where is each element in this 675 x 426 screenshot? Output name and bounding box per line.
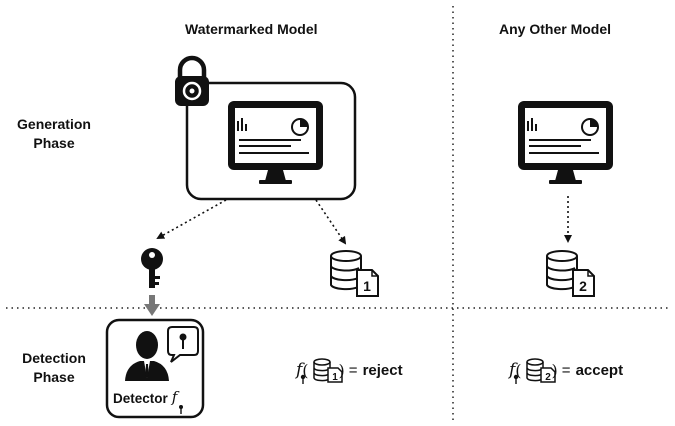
monitor-icon [228, 101, 323, 184]
detector-key-subscript [179, 405, 183, 414]
result-accept: accept [575, 361, 624, 379]
document-icon [540, 367, 556, 383]
formula-key-icon [513, 374, 519, 384]
formula-key-icon [300, 374, 306, 384]
formula-reject: f ( ) = reject [296, 360, 403, 380]
equals-sign: = [348, 361, 358, 379]
row-title-detection-line2: Phase [33, 369, 75, 385]
close-paren: ) [551, 360, 558, 380]
column-title-watermarked: Watermarked Model [185, 21, 318, 37]
detector-box [105, 318, 205, 419]
watermarked-model-box [185, 81, 357, 201]
document-icon [356, 269, 379, 297]
arrow-to-dataset-1 [315, 199, 347, 245]
document-icon [572, 269, 595, 297]
database-icon [330, 250, 362, 291]
open-paren: ( [302, 360, 309, 380]
formula-dataset-2-number: 2 [545, 372, 551, 383]
monitor-icon [518, 101, 613, 184]
row-title-detection-line1: Detection [22, 350, 86, 366]
formula-dataset-1-number: 1 [332, 372, 338, 383]
close-paren: ) [338, 360, 345, 380]
key-to-detector-arrow [144, 295, 160, 316]
arrow-to-key [156, 199, 227, 239]
equals-sign: = [561, 361, 571, 379]
dataset-1-number: 1 [363, 278, 371, 294]
detector-label: Detector f [113, 388, 177, 406]
row-title-generation: Generation Phase [8, 115, 100, 153]
open-paren: ( [515, 360, 522, 380]
column-title-other: Any Other Model [499, 21, 612, 37]
lock-icon [175, 55, 209, 106]
detector-function-symbol: f [171, 388, 178, 406]
person-icon [125, 331, 169, 381]
function-symbol: f [509, 360, 516, 380]
row-title-generation-line1: Generation [17, 116, 91, 132]
speech-bubble-icon [167, 326, 199, 363]
database-icon [546, 250, 578, 291]
formula-accept: f ( ) = accept [509, 360, 623, 380]
detector-label-text: Detector [113, 391, 168, 406]
result-reject: reject [362, 361, 403, 379]
function-symbol: f [296, 360, 303, 380]
row-title-generation-line2: Phase [33, 135, 75, 151]
key-icon [141, 248, 163, 288]
document-icon [327, 367, 343, 383]
dataset-2-number: 2 [579, 278, 587, 294]
row-title-detection: Detection Phase [8, 349, 100, 387]
